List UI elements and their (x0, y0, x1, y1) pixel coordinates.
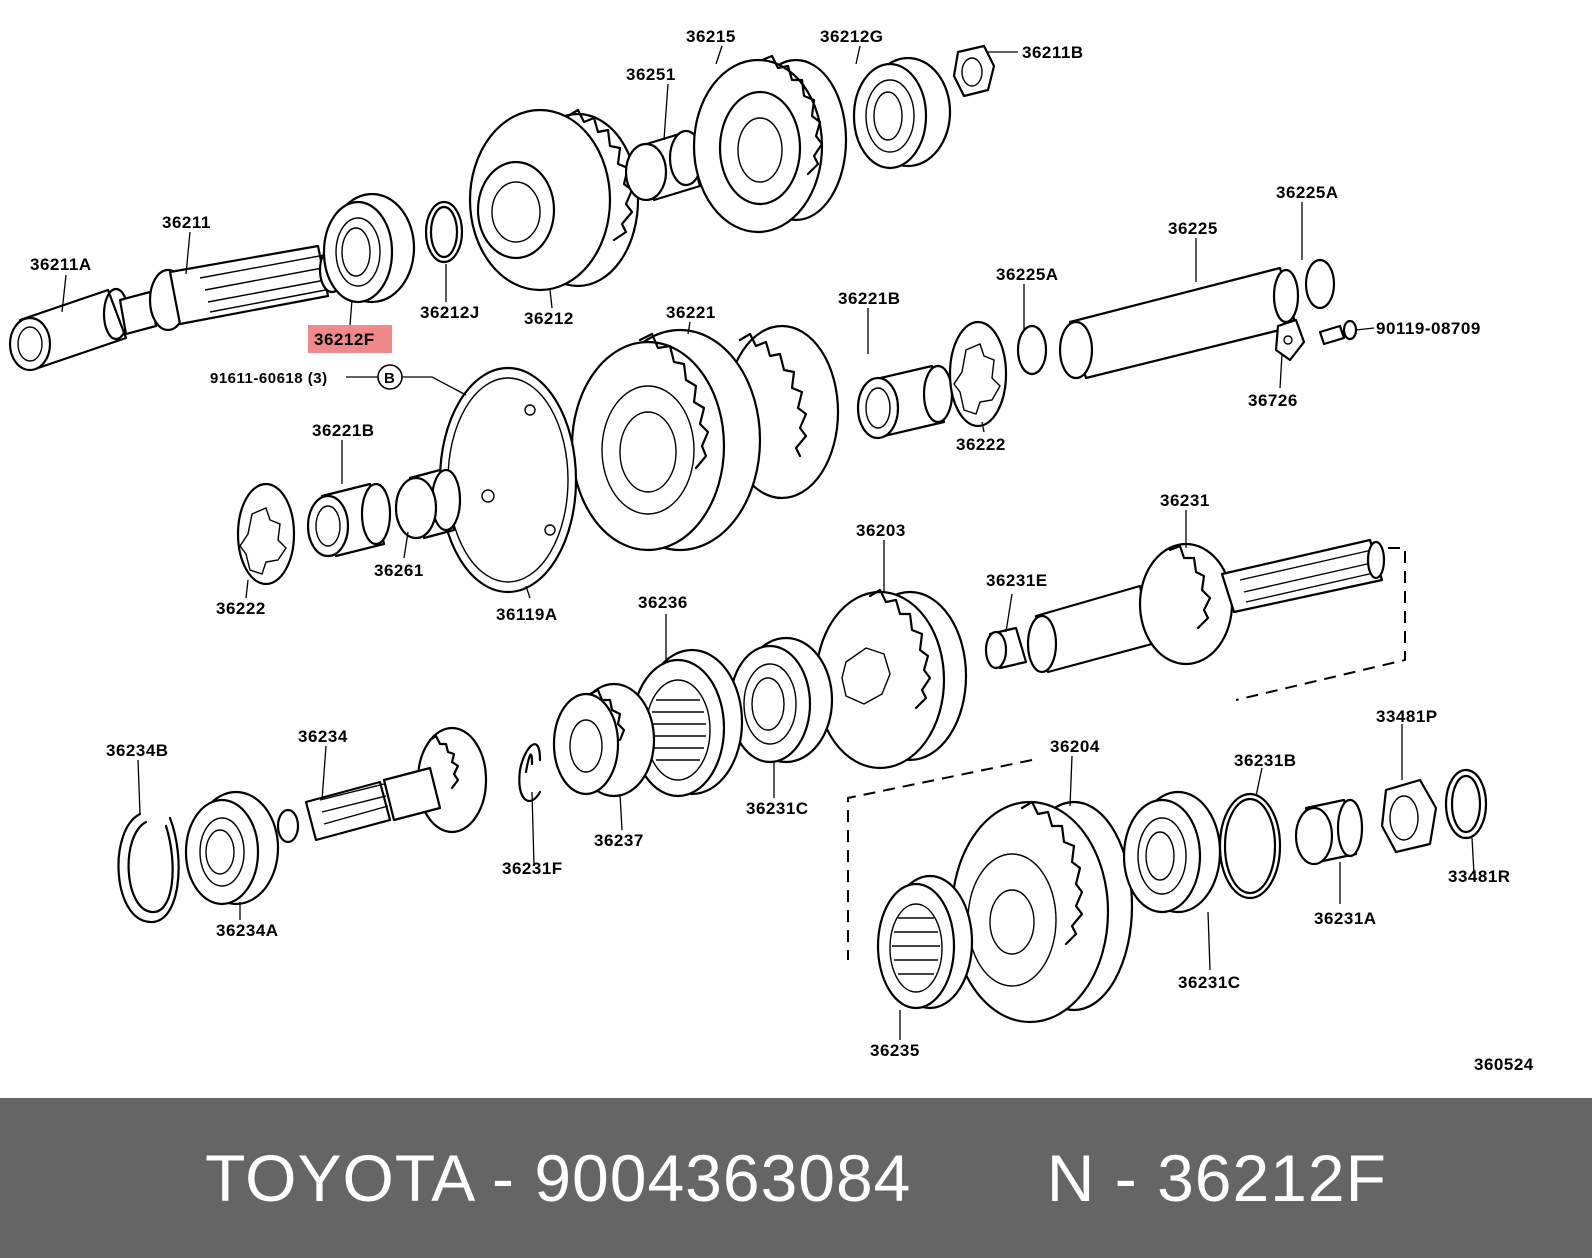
callout-36221: 36221 (666, 303, 716, 322)
figure-number: 360524 (1474, 1055, 1534, 1074)
part-36726-plate (1274, 318, 1306, 362)
part-36212J-ring (424, 200, 464, 264)
part-33481R-washer (1444, 768, 1488, 840)
callout-33481R: 33481R (1448, 867, 1511, 886)
callout-36215: 36215 (686, 27, 736, 46)
part-36222-washer-right (948, 320, 1008, 428)
part-36211-shaft (118, 244, 346, 336)
part-36212G-bearing (852, 56, 952, 170)
part-36231-output-shaft (1026, 538, 1386, 674)
callout-36726: 36726 (1248, 391, 1298, 410)
part-36234B-snap-ring (117, 812, 180, 924)
part-36215-gear (692, 54, 848, 234)
callout-36251: 36251 (626, 65, 676, 84)
part-36237-hub (552, 682, 656, 798)
part-36236-synchro-sleeve (630, 648, 744, 798)
callout-36261: 36261 (374, 561, 424, 580)
callout-36231A: 36231A (1314, 909, 1377, 928)
callout-36221B-left: 36221B (312, 421, 375, 440)
callout-36211B: 36211B (1022, 43, 1084, 62)
part-36203-gear (814, 588, 968, 770)
part-36225A-ring-top (1304, 258, 1336, 310)
part-36231B-ring (1218, 792, 1282, 900)
callout-ref-b: B (384, 370, 395, 387)
callout-36222-left: 36222 (216, 599, 266, 618)
part-36231E-bearing (984, 626, 1028, 670)
callout-36234: 36234 (298, 727, 348, 746)
part-36211B-nut (952, 44, 996, 98)
callout-36212J: 36212J (420, 303, 480, 322)
callout-36231C-mid: 36231C (746, 799, 809, 818)
part-36231A-bushing (1294, 798, 1364, 866)
part-36212-gear (468, 108, 640, 292)
callout-36231B: 36231B (1234, 751, 1297, 770)
part-36211A-sleeve (8, 287, 130, 372)
footer-text: TOYOTA - 9004363084 N - 36212F (205, 1141, 1387, 1215)
part-36225A-ring-mid (1016, 324, 1048, 376)
part-36119A-gasket (438, 366, 578, 594)
part-36234-shaft (276, 726, 488, 844)
callout-36236: 36236 (638, 593, 688, 612)
callout-36225A-top: 36225A (1276, 183, 1339, 202)
part-36221B-needle-bearing-left (306, 482, 392, 558)
part-number-footer: TOYOTA - 9004363084 N - 36212F (0, 1098, 1592, 1258)
part-36225-shaft (1058, 266, 1300, 380)
callout-36212: 36212 (524, 309, 574, 328)
part-90119-bolt (1318, 319, 1358, 346)
callout-36119A: 36119A (496, 605, 558, 624)
part-36234A-bearing (184, 790, 280, 906)
part-36212F-bearing (322, 192, 416, 304)
group-dash-upper (1235, 547, 1406, 701)
callout-36234A: 36234A (216, 921, 279, 940)
callout-36225A-mid: 36225A (996, 265, 1059, 284)
callout-33481P: 33481P (1376, 707, 1438, 726)
callout-36203: 36203 (856, 521, 906, 540)
callout-36212F-highlighted: 36212F (314, 330, 375, 349)
parts-diagram: 36211A 36211 36212F 36212J 36212 36251 3… (8, 27, 1534, 1074)
ref-b-circle (377, 364, 403, 390)
callout-36231: 36231 (1160, 491, 1210, 510)
callout-36212G: 36212G (820, 27, 884, 46)
exploded-gear-diagram: 36211A 36211 36212F 36212J 36212 36251 3… (8, 27, 1534, 1074)
group-dash-lower (847, 759, 1033, 960)
callout-36231E: 36231E (986, 571, 1048, 590)
part-36235-synchro-sleeve (876, 874, 974, 1010)
part-36261-bushing (394, 468, 462, 540)
part-33481P-nut (1380, 778, 1438, 854)
part-36221B-needle-bearing-right (856, 364, 954, 440)
part-36231C-bearing-mid (728, 636, 834, 764)
part-36231C-bearing-low (1122, 790, 1222, 914)
callout-36235: 36235 (870, 1041, 920, 1060)
callout-36211: 36211 (162, 213, 211, 232)
part-36222-washer-left (236, 482, 296, 586)
callout-36211A: 36211A (30, 255, 92, 274)
callout-36231C-low: 36231C (1178, 973, 1241, 992)
part-36251-bushing (624, 129, 704, 202)
highlight-box (308, 325, 392, 353)
callout-90119-08709: 90119-08709 (1376, 319, 1481, 338)
callout-36225: 36225 (1168, 219, 1218, 238)
callout-36204: 36204 (1050, 737, 1100, 756)
callout-36222-right: 36222 (956, 435, 1006, 454)
leader-lines (61, 45, 1475, 1040)
callout-91611-60618: 91611-60618 (3) (210, 370, 328, 387)
callout-36231F: 36231F (502, 859, 563, 878)
part-36231F-snap-ring (518, 743, 542, 803)
callout-36234B: 36234B (106, 741, 169, 760)
part-36221-cluster-gear (570, 324, 840, 552)
callout-36237: 36237 (594, 831, 644, 850)
part-36204-gear (950, 800, 1134, 1024)
callout-36221B-top: 36221B (838, 289, 901, 308)
